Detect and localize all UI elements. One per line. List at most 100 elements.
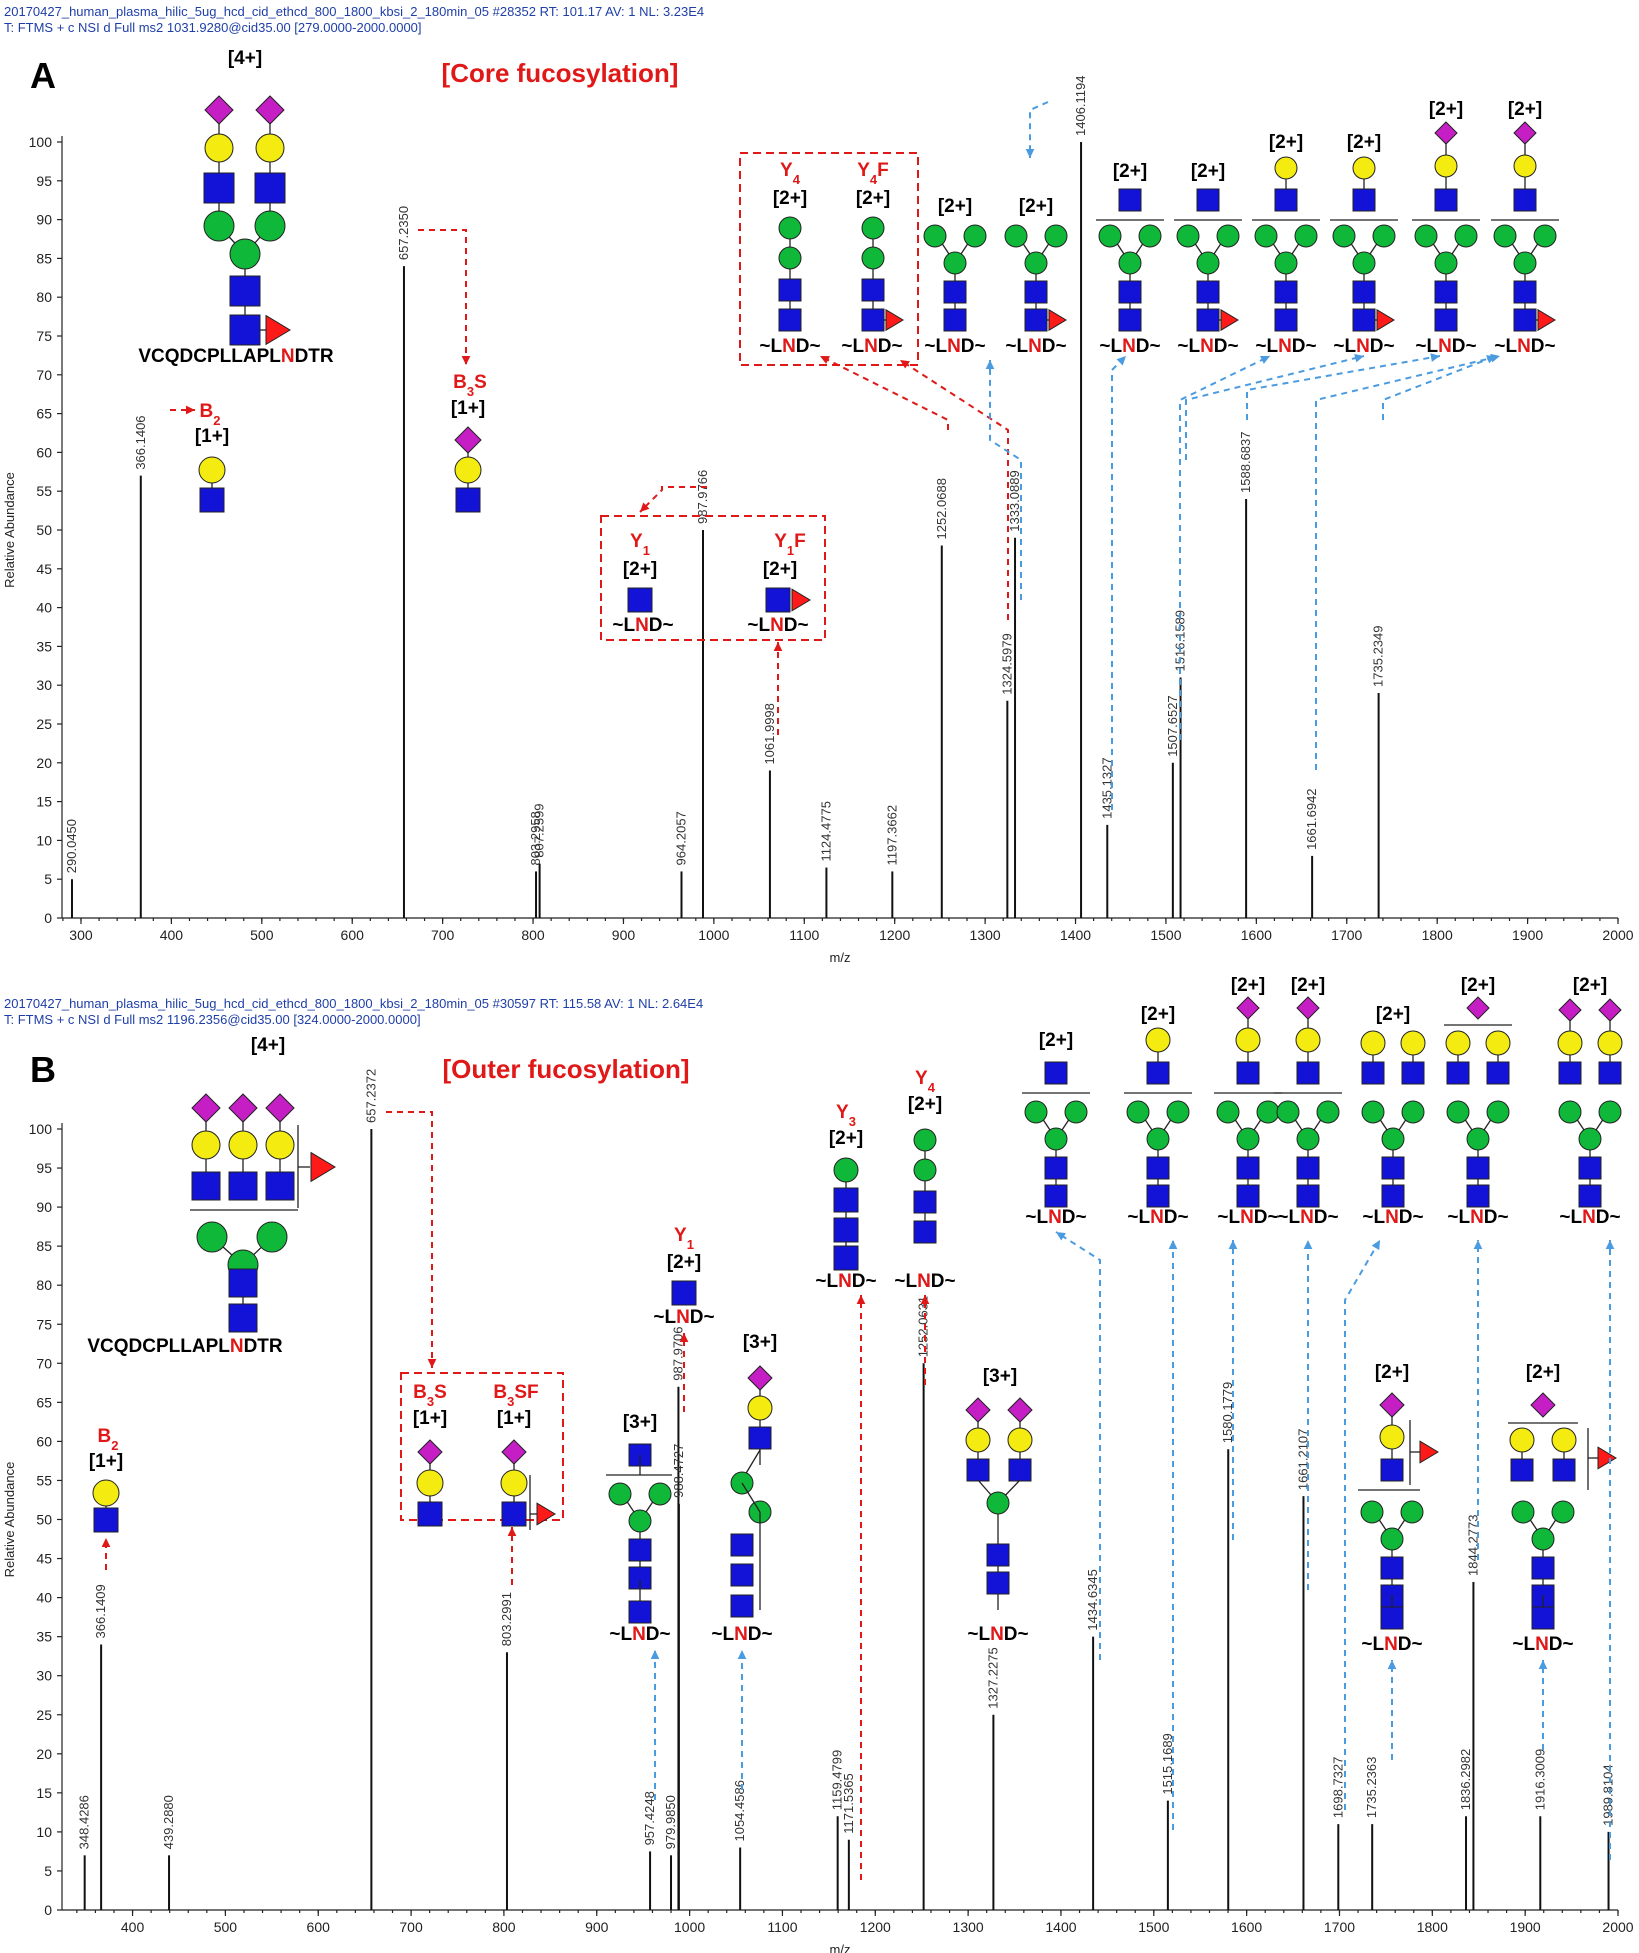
panel-label: B — [30, 1049, 56, 1090]
y-tick-label: 65 — [36, 406, 52, 422]
y-tick-label: 60 — [36, 444, 52, 460]
y-tick-label: 35 — [36, 638, 52, 654]
spectrum-header-line1: 20170427_human_plasma_hilic_5ug_hcd_cid_… — [4, 4, 704, 19]
fragment-arrow-a-head — [1354, 353, 1364, 363]
mannose-circle-icon — [833, 1157, 859, 1183]
mannose-circle-icon — [1531, 1527, 1555, 1551]
mannose-circle-icon — [1598, 1100, 1622, 1124]
ion-charge-y4: [2+] — [908, 1094, 942, 1115]
x-tick-label: 700 — [399, 1919, 423, 1935]
hexnac-square-icon — [1381, 1156, 1405, 1180]
mannose-circle-icon — [778, 216, 802, 240]
fragment-arrow-a — [1179, 355, 1271, 740]
b3s-arrow — [418, 229, 467, 365]
mannose-circle-icon — [986, 1491, 1010, 1515]
hexnac-square-icon — [986, 1571, 1010, 1595]
hexnac-square-icon — [730, 1533, 754, 1557]
y-tick-label: 0 — [44, 1902, 52, 1918]
y4f-arrow — [899, 359, 1009, 620]
fucose-triangle-icon — [885, 308, 904, 332]
sialic-acid-diamond-icon — [1530, 1392, 1556, 1418]
b2-arrow-head — [185, 405, 195, 415]
hexnac-square-icon — [628, 1538, 652, 1562]
x-axis-label: m/z — [830, 1942, 851, 1953]
mannose-circle-icon — [1414, 224, 1438, 248]
sialic-acid-diamond-icon — [1434, 121, 1458, 145]
x-tick-label: 900 — [585, 1919, 609, 1935]
peak-label: 1844.2773 — [1465, 1515, 1480, 1576]
hexnac-square-icon — [765, 587, 791, 613]
fragment-arrow-a — [989, 360, 1022, 600]
fucose-triangle-icon — [1597, 1446, 1617, 1470]
fragment-charge: [2+] — [1141, 1004, 1175, 1025]
mannose-circle-icon — [628, 1509, 652, 1533]
mannose-circle-icon — [913, 1158, 937, 1182]
y-tick-label: 90 — [36, 1199, 52, 1215]
sialic-acid-diamond-icon — [1466, 996, 1490, 1020]
y-tick-label: 100 — [29, 1121, 53, 1137]
y-tick-label: 95 — [36, 1160, 52, 1176]
galactose-circle-icon — [1145, 1027, 1171, 1053]
mannose-circle-icon — [861, 216, 885, 240]
ion-charge-b2: [1+] — [195, 426, 229, 447]
y-tick-label: 85 — [36, 1238, 52, 1254]
fragment-charge: [2+] — [1291, 975, 1325, 996]
mannose-circle-icon — [1578, 1127, 1602, 1151]
fragment-charge: [2+] — [1231, 975, 1265, 996]
ion-charge-y3: [2+] — [829, 1128, 863, 1149]
x-tick-label: 1300 — [970, 927, 1001, 943]
peak-label: 1333.0889 — [1007, 470, 1022, 531]
hexnac-square-icon — [455, 487, 481, 513]
mannose-circle-icon — [1216, 224, 1240, 248]
peak-label: 366.1406 — [133, 415, 148, 469]
peak-label: 803.2991 — [499, 1592, 514, 1646]
peptide-short: ~LND~ — [1362, 1207, 1423, 1228]
mannose-circle-icon — [1126, 1100, 1150, 1124]
y-tick-label: 45 — [36, 1551, 52, 1567]
fragment-arrow-b-head — [1303, 1240, 1313, 1250]
galactose-circle-icon — [747, 1395, 773, 1421]
peptide-short: ~LND~ — [1512, 1634, 1573, 1655]
mannose-circle-icon — [1400, 1500, 1424, 1524]
fragment-arrow-b-head — [1473, 1240, 1483, 1250]
hexnac-square-icon — [1578, 1184, 1602, 1208]
fucose-triangle-icon — [310, 1151, 336, 1183]
sialic-acid-diamond-icon — [191, 1093, 221, 1123]
y-tick-label: 25 — [36, 716, 52, 732]
peptide-short: ~LND~ — [1099, 336, 1160, 357]
x-tick-label: 800 — [521, 927, 545, 943]
sialic-acid-diamond-icon — [454, 426, 482, 454]
y-tick-label: 70 — [36, 1355, 52, 1371]
peptide-sequence: VCQDCPLLAPLNDTR — [138, 346, 334, 367]
mannose-circle-icon — [1558, 1100, 1582, 1124]
hexnac-square-icon — [1296, 1061, 1320, 1085]
hexnac-square-icon — [1446, 1061, 1470, 1085]
fragment-arrow-a-head — [985, 360, 995, 370]
mode-title: [Core fucosylation] — [442, 58, 679, 88]
fucose-triangle-icon — [791, 588, 811, 612]
fragment-arrow-b-head — [1168, 1240, 1178, 1250]
y-axis-label: Relative Abundance — [2, 1462, 17, 1578]
peak-label: 1252.0688 — [934, 478, 949, 539]
sialic-acid-diamond-icon — [417, 1439, 443, 1465]
hexnac-square-icon — [1296, 1156, 1320, 1180]
fragment-charge: [2+] — [1191, 161, 1225, 182]
hexnac-square-icon — [943, 308, 967, 332]
peak-label: 657.2350 — [396, 206, 411, 260]
b3s-arrow-head — [427, 1358, 437, 1368]
peak-label: 1061.9998 — [762, 703, 777, 764]
mannose-circle-icon — [1276, 1100, 1300, 1124]
peak-label: 1159.4799 — [830, 1750, 845, 1811]
x-tick-label: 1300 — [953, 1919, 984, 1935]
fucose-triangle-icon — [1220, 308, 1239, 332]
mannose-circle-icon — [1146, 1127, 1170, 1151]
peptide-short-y4f: ~LND~ — [841, 336, 902, 357]
peptide-short: ~LND~ — [1559, 1207, 1620, 1228]
y-tick-label: 80 — [36, 289, 52, 305]
fragment-charge: [2+] — [1269, 132, 1303, 153]
fucose-triangle-icon — [1048, 308, 1067, 332]
peak-label: 988.4727 — [671, 1444, 686, 1498]
hexnac-square-icon — [1531, 1606, 1555, 1630]
mannose-circle-icon — [913, 1128, 937, 1152]
hexnac-square-icon — [1401, 1061, 1425, 1085]
